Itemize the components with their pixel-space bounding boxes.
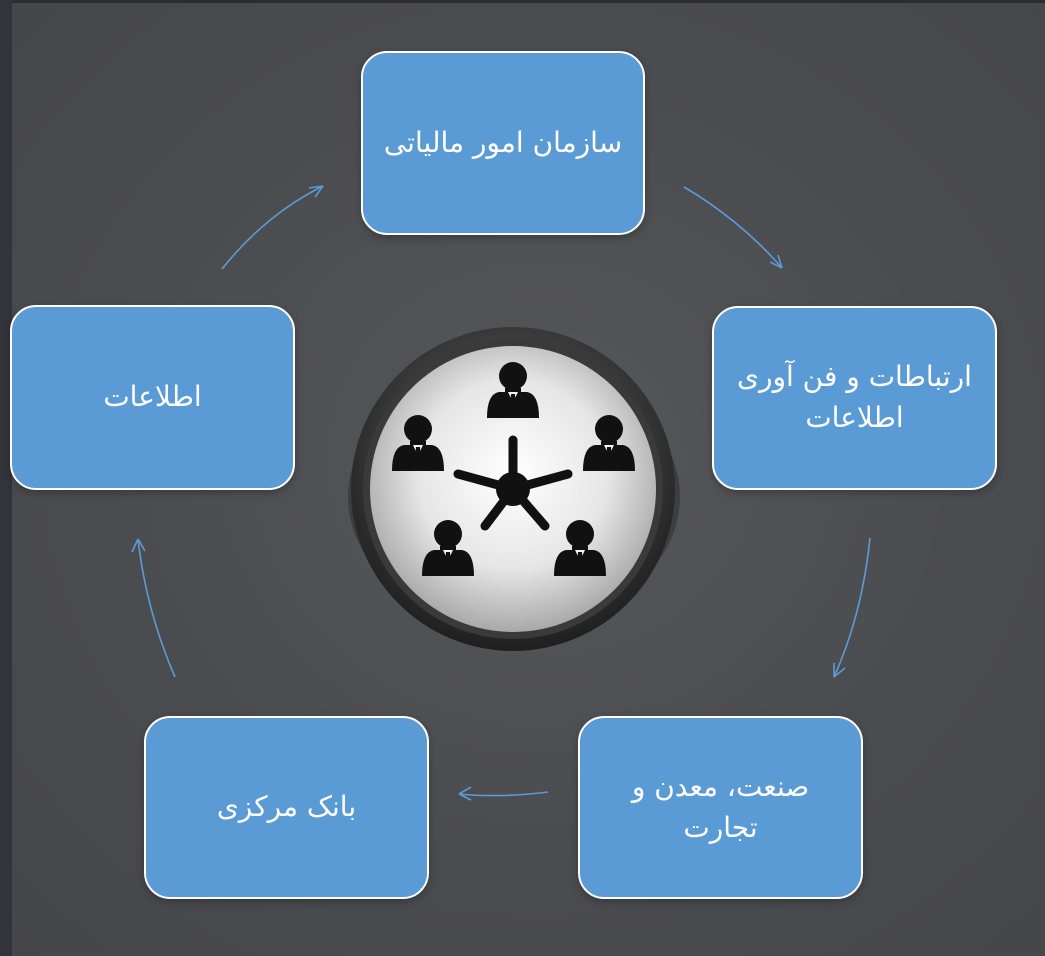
node-label: ارتباطات و فن آوری اطلاعات (737, 360, 972, 434)
node-tax-organization: سازمان امور مالیاتی (361, 51, 645, 235)
arrow-tax-to-ict (683, 186, 783, 269)
node-label: صنعت، معدن و تجارت (631, 769, 810, 844)
arrow-ict-to-industry (833, 537, 871, 678)
node-industry-mine-trade: صنعت، معدن و تجارت (578, 716, 863, 899)
arrow-info-to-tax (221, 185, 324, 270)
left-border (0, 0, 12, 956)
node-label: اطلاعات (103, 380, 202, 414)
network-people-icon (348, 327, 680, 651)
arrow-industry-to-bank (458, 786, 549, 801)
node-information: اطلاعات (10, 305, 295, 490)
node-central-bank: بانک مرکزی (144, 716, 429, 899)
node-label: سازمان امور مالیاتی (383, 125, 623, 159)
node-ict: ارتباطات و فن آوری اطلاعات (712, 306, 997, 490)
arrow-bank-to-info (131, 538, 176, 678)
top-border (0, 0, 1045, 3)
node-label: بانک مرکزی (216, 790, 357, 824)
